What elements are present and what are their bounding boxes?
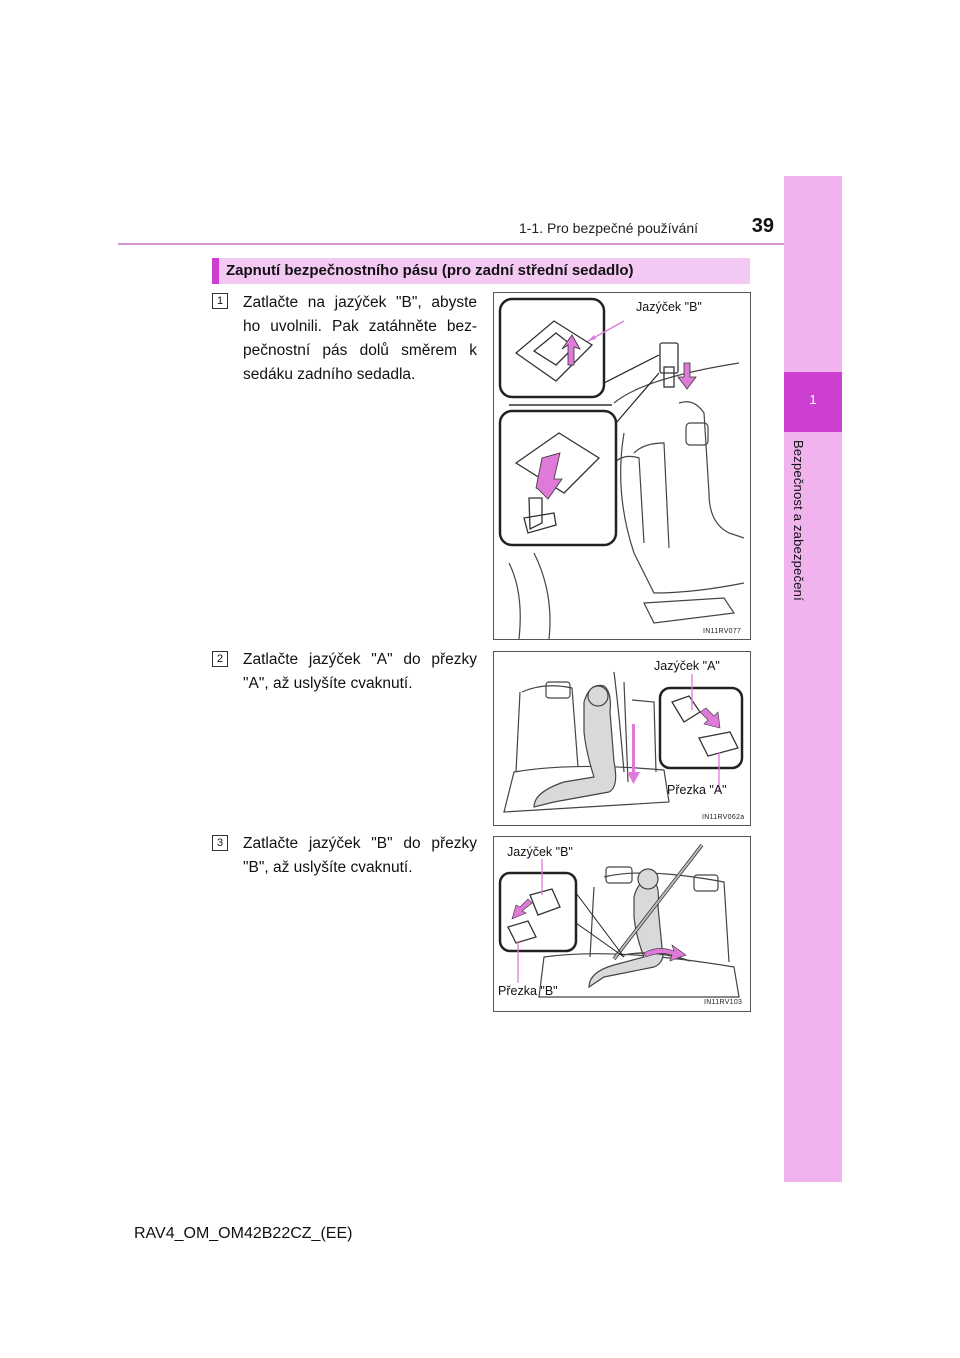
section-bar-accent	[212, 258, 219, 284]
step-text-3: Zatlačte jazýček "B" do přezky "B", až u…	[243, 835, 477, 876]
figure-step-3	[493, 836, 751, 1012]
figure-3-illustration	[498, 843, 740, 998]
figure-code-3: IN11RV103	[704, 999, 743, 1006]
figure-1-illustration	[498, 297, 745, 639]
step-number-1: 1	[212, 293, 228, 309]
figure-code-2: IN11RV062a	[702, 814, 745, 821]
header-rule	[118, 243, 784, 245]
figure-code-1: IN11RV077	[703, 628, 742, 635]
chapter-number-box	[784, 372, 842, 432]
figure-step-1	[493, 292, 751, 640]
running-header: 1-1. Pro bezpečné používání	[518, 220, 698, 236]
page-number: 39	[751, 215, 774, 237]
callout-buckle-a: Přezka "A"	[667, 783, 727, 797]
chapter-number: 1	[809, 392, 817, 407]
section-bar	[212, 258, 750, 284]
figure-step-2	[493, 651, 751, 826]
callout-tongue-b-3: Jazýček "B"	[507, 845, 573, 859]
step-text-2: Zatlačte jazýček "A" do přezky "A", až u…	[243, 651, 477, 692]
section-title: Zapnutí bezpečnostního pásu (pro zadní s…	[226, 262, 634, 279]
side-tab-strip	[784, 176, 842, 1182]
callout-buckle-b: Přezka "B"	[498, 984, 558, 998]
figure-2-illustration	[503, 671, 744, 813]
step-number-2: 2	[212, 651, 228, 667]
document-id-footer: RAV4_OM_OM42B22CZ_(EE)	[134, 1225, 353, 1242]
callout-tongue-a: Jazýček "A"	[654, 659, 720, 673]
step-number-3: 3	[212, 835, 228, 851]
step-text-1: Zatlačte na jazýček "B", abyste ho uvoln…	[243, 294, 477, 383]
callout-tongue-b-1: Jazýček "B"	[636, 300, 702, 314]
chapter-label: Bezpečnost a zabezpečení	[791, 440, 806, 601]
